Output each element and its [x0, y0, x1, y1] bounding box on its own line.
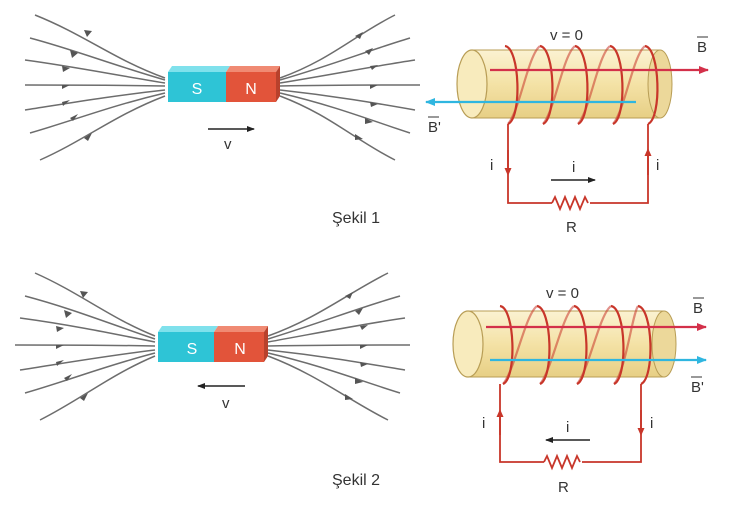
solenoid-1	[425, 44, 709, 126]
field-label-b-1: B	[697, 39, 707, 56]
south-pole-label: S	[192, 81, 203, 98]
field-label-b-2: B	[693, 300, 703, 317]
current-label-left-1: i	[490, 157, 493, 174]
caption-2: Şekil 2	[332, 472, 380, 489]
current-label-mid-2: i	[566, 419, 569, 436]
field-lines-2	[14, 272, 411, 421]
north-pole-label: N	[245, 81, 257, 98]
field-lines-1	[24, 14, 421, 161]
circuit-2	[496, 384, 645, 471]
speed-label-2: v = 0	[546, 285, 579, 302]
circuit-1	[504, 124, 652, 212]
north-pole-label-2: N	[234, 341, 246, 358]
figure-2: S N v Şekil 2 v = 0 B	[14, 272, 707, 496]
bar-magnet-1: S N	[168, 66, 280, 102]
velocity-label-2: v	[222, 395, 230, 412]
field-label-b-prime-1: B'	[428, 119, 441, 136]
speed-label-1: v = 0	[550, 27, 583, 44]
current-label-left-2: i	[482, 415, 485, 432]
field-line-arrows-1	[62, 30, 378, 141]
caption-1: Şekil 1	[332, 210, 380, 227]
solenoid-2	[452, 304, 707, 386]
resistor-label-2: R	[558, 479, 569, 496]
bar-magnet-2: S N	[158, 326, 268, 362]
south-pole-label-2: S	[187, 341, 198, 358]
resistor-label-1: R	[566, 219, 577, 236]
current-label-right-1: i	[656, 157, 659, 174]
figure-1: S N v Şekil 1 v = 0	[24, 14, 709, 236]
field-label-b-prime-2: B'	[691, 379, 704, 396]
field-line-arrows-2	[56, 291, 368, 401]
current-label-right-2: i	[650, 415, 653, 432]
velocity-label-1: v	[224, 136, 232, 153]
current-label-mid-1: i	[572, 159, 575, 176]
